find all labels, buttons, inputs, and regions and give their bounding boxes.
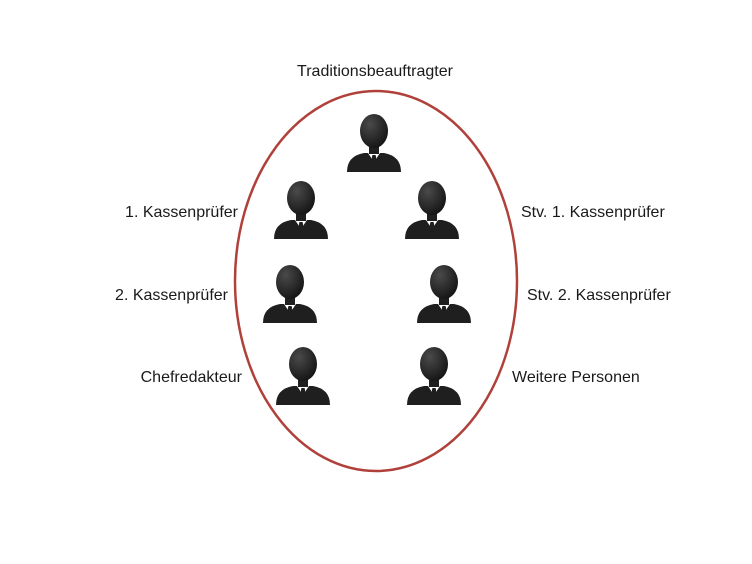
person-icon-left-1	[274, 181, 328, 239]
group-ellipse	[233, 89, 519, 473]
label-traditionsbeauftragter: Traditionsbeauftragter	[297, 63, 453, 80]
label-stv-2-kassenpruefer: Stv. 2. Kassenprüfer	[527, 287, 671, 304]
person-icon-top	[347, 114, 401, 172]
person-icon-left-3	[276, 347, 330, 405]
label-1-kassenpruefer: 1. Kassenprüfer	[125, 204, 238, 221]
person-icon-left-2	[263, 265, 317, 323]
label-weitere-personen: Weitere Personen	[512, 369, 640, 386]
label-stv-1-kassenpruefer: Stv. 1. Kassenprüfer	[521, 204, 665, 221]
person-icon-right-1	[405, 181, 459, 239]
person-icon-right-3	[407, 347, 461, 405]
label-chefredakteur: Chefredakteur	[140, 369, 242, 386]
person-icon-right-2	[417, 265, 471, 323]
label-2-kassenpruefer: 2. Kassenprüfer	[115, 287, 228, 304]
